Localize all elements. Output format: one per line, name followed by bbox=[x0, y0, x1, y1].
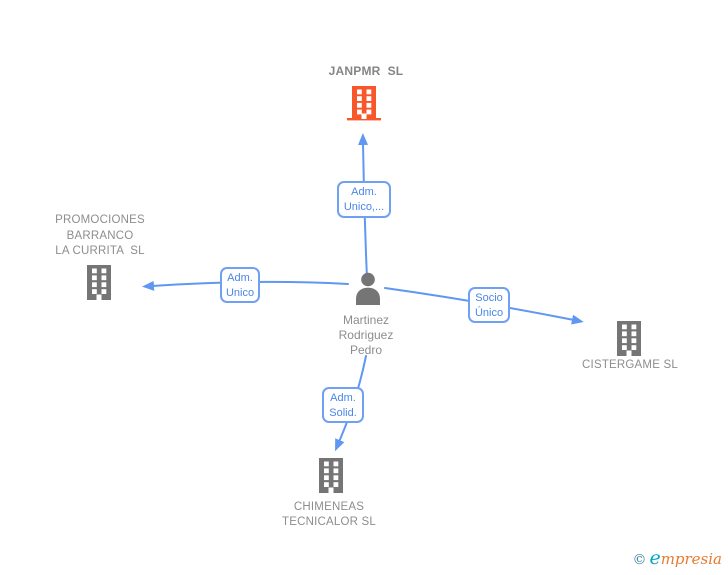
edge-label-adm-unico-more: Adm. Unico,... bbox=[337, 181, 391, 218]
brand-initial: e bbox=[649, 547, 661, 569]
node-label-line: Pedro bbox=[349, 343, 383, 357]
edge-label-line: Socio bbox=[475, 292, 503, 304]
edge-label-line: Único bbox=[474, 307, 504, 319]
brand-name: mpresia bbox=[660, 550, 722, 568]
node-label-line: Rodriguez bbox=[338, 328, 394, 342]
edge-label-adm-solid: Adm. Solid. bbox=[322, 387, 364, 423]
copyright-icon: © bbox=[632, 552, 647, 568]
person-icon[interactable] bbox=[354, 272, 382, 305]
node-label-promociones[interactable]: PROMOCIONES BARRANCO LA CURRITA SL bbox=[28, 213, 172, 260]
building-icon[interactable] bbox=[316, 458, 346, 493]
node-label-line: PROMOCIONES bbox=[55, 214, 145, 226]
building-icon[interactable] bbox=[614, 321, 644, 356]
building-icon[interactable] bbox=[84, 265, 114, 300]
edge-label-line: Adm. bbox=[330, 392, 356, 404]
empresia-watermark: ©empresia bbox=[632, 547, 722, 569]
node-label-line: TECNICALOR SL bbox=[282, 515, 376, 528]
edge-label-line: Unico bbox=[225, 287, 255, 299]
node-label-line: Martinez bbox=[342, 313, 389, 327]
edge-label-line: Adm. bbox=[351, 186, 377, 198]
building-icon[interactable] bbox=[347, 85, 381, 122]
node-label-line: BARRANCO bbox=[66, 229, 134, 242]
node-label-chimeneas[interactable]: CHIMENEAS TECNICALOR SL bbox=[256, 500, 402, 529]
edge-label-adm-unico: Adm. Unico bbox=[220, 267, 260, 303]
node-label-line: CHIMENEAS bbox=[293, 501, 365, 513]
edge-label-line: Solid. bbox=[329, 407, 357, 419]
edge-label-line: Adm. bbox=[227, 272, 253, 284]
edge-label-line: Unico,... bbox=[343, 201, 385, 213]
node-label-janpmr[interactable]: JANPMR SL bbox=[328, 64, 404, 78]
node-label-cistergame[interactable]: CISTERGAME SL bbox=[582, 359, 678, 371]
node-label-line: LA CURRITA SL bbox=[55, 245, 145, 257]
